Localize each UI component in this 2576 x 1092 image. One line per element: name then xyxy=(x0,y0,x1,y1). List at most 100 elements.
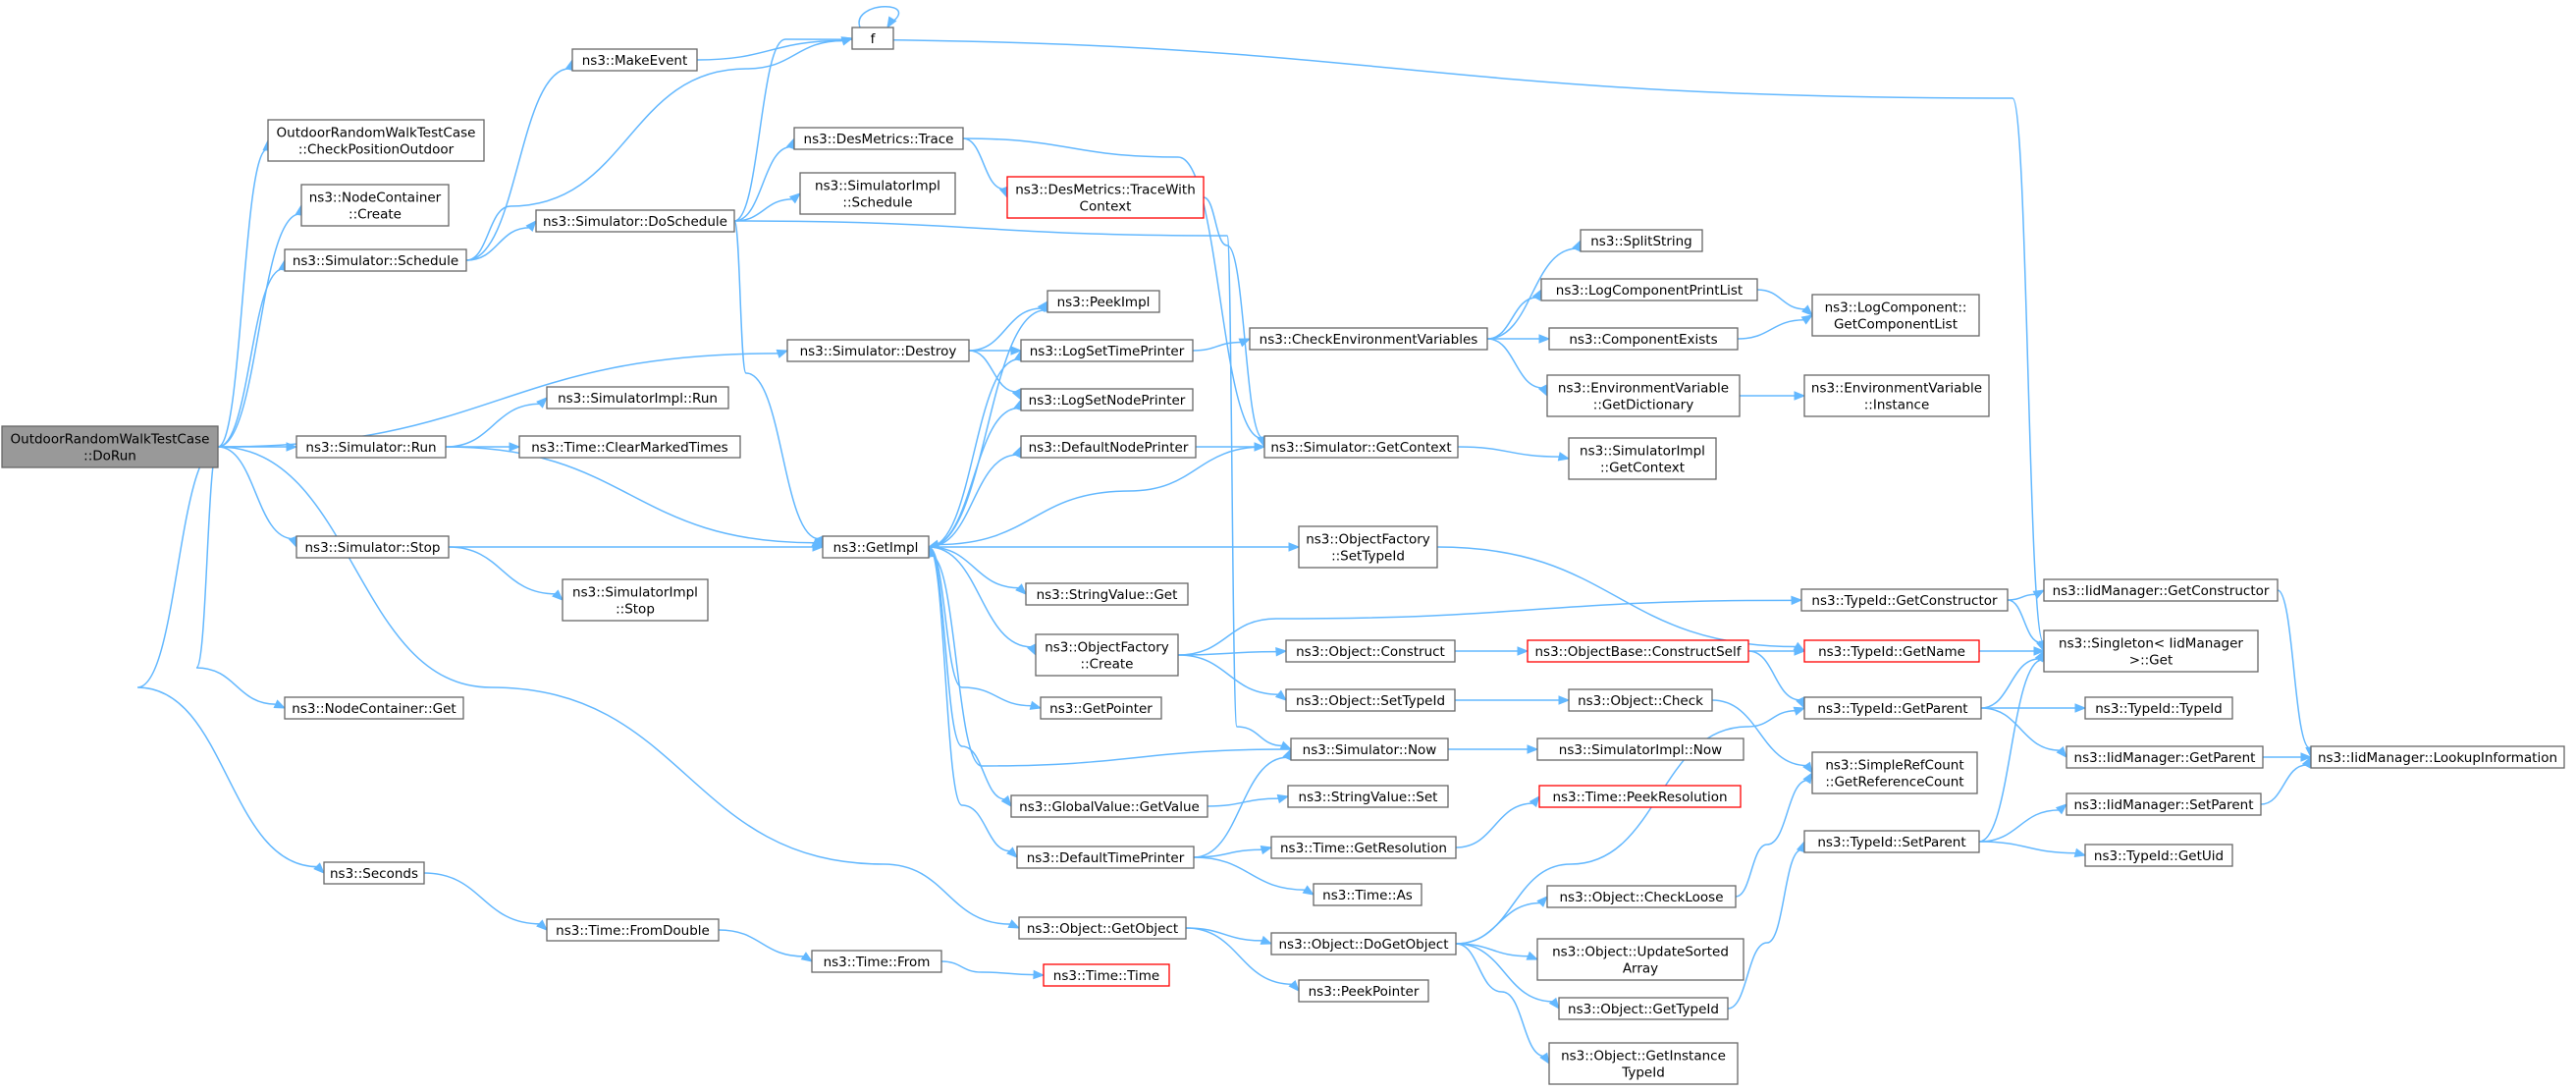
node-label-line: ns3::SimulatorImpl xyxy=(572,585,698,601)
node-peekimpl[interactable]: ns3::PeekImpl xyxy=(1046,290,1160,313)
node-compexists[interactable]: ns3::ComponentExists xyxy=(1548,327,1739,351)
node-logtime[interactable]: ns3::LogSetTimePrinter xyxy=(1020,339,1194,362)
edge-checkenv-to-logprint xyxy=(1486,288,1542,340)
node-label-line: ns3::Time::As xyxy=(1322,888,1413,903)
edge-destrace-to-tracectx xyxy=(962,137,1008,199)
node-timeas[interactable]: ns3::Time::As xyxy=(1313,883,1422,906)
node-label-line: ns3::Object::SetTypeId xyxy=(1296,693,1445,709)
node-tidgetctor[interactable]: ns3::TypeId::GetConstructor xyxy=(1800,588,2009,612)
edge-line xyxy=(1486,297,1537,340)
node-getres[interactable]: ns3::Time::GetResolution xyxy=(1270,836,1457,859)
node-dosched[interactable]: ns3::Simulator::DoSchedule xyxy=(535,209,735,233)
node-seconds[interactable]: ns3::Seconds xyxy=(323,861,425,885)
node-dorun[interactable]: OutdoorRandomWalkTestCase::DoRun xyxy=(1,425,219,468)
node-gvget[interactable]: ns3::GlobalValue::GetValue xyxy=(1010,794,1208,818)
node-label-line: ns3::Simulator::Now xyxy=(1303,742,1437,758)
node-box xyxy=(1035,633,1179,677)
node-iidsetparent[interactable]: ns3::IidManager::SetParent xyxy=(2066,792,2262,816)
node-tidgetparent[interactable]: ns3::TypeId::GetParent xyxy=(1803,696,1982,720)
node-tidtypeid[interactable]: ns3::TypeId::TypeId xyxy=(2084,696,2233,720)
node-label-line: >::Get xyxy=(2129,653,2173,669)
node-tidgetuid[interactable]: ns3::TypeId::GetUid xyxy=(2084,844,2233,867)
node-destrace[interactable]: ns3::DesMetrics::Trace xyxy=(793,127,964,150)
node-envdict[interactable]: ns3::EnvironmentVariable::GetDictionary xyxy=(1546,374,1741,417)
edge-line xyxy=(928,407,1019,548)
node-iidgetctor[interactable]: ns3::IidManager::GetConstructor xyxy=(2043,578,2279,602)
edge-envdict-to-envinst xyxy=(1740,391,1806,401)
node-label-line: ns3::Simulator::Stop xyxy=(305,540,441,556)
node-dogetobj[interactable]: ns3::Object::DoGetObject xyxy=(1270,932,1457,956)
node-logprint[interactable]: ns3::LogComponentPrintList xyxy=(1540,278,1758,301)
node-getctx[interactable]: ns3::Simulator::GetContext xyxy=(1263,435,1459,459)
node-envinst[interactable]: ns3::EnvironmentVariable::Instance xyxy=(1803,374,1990,417)
node-tidgetname[interactable]: ns3::TypeId::GetName xyxy=(1803,639,1980,663)
node-simnow[interactable]: ns3::Simulator::Now xyxy=(1290,737,1449,761)
node-ofcreate[interactable]: ns3::ObjectFactory::Create xyxy=(1035,633,1179,677)
node-svset[interactable]: ns3::StringValue::Set xyxy=(1287,785,1449,808)
node-timefrom[interactable]: ns3::Time::From xyxy=(811,950,942,973)
node-lognode[interactable]: ns3::LogSetNodePrinter xyxy=(1020,388,1194,411)
node-f[interactable]: f xyxy=(851,27,894,50)
node-fromdouble[interactable]: ns3::Time::FromDouble xyxy=(546,918,720,942)
node-implrun[interactable]: ns3::SimulatorImpl::Run xyxy=(546,386,729,410)
node-checkenv[interactable]: ns3::CheckEnvironmentVariables xyxy=(1249,327,1488,351)
edge-getobject-to-dogetobj xyxy=(1185,927,1273,945)
node-simstop[interactable]: ns3::Simulator::Stop xyxy=(295,535,450,559)
edge-line xyxy=(1455,943,1530,957)
node-clrmarked[interactable]: ns3::Time::ClearMarkedTimes xyxy=(518,435,741,459)
node-getpointer[interactable]: ns3::GetPointer xyxy=(1040,696,1162,720)
node-implsched[interactable]: ns3::SimulatorImpl::Schedule xyxy=(799,172,956,215)
edge-line xyxy=(968,307,1043,352)
node-deftime[interactable]: ns3::DefaultTimePrinter xyxy=(1016,846,1195,869)
node-box xyxy=(1263,435,1459,459)
node-label-line: ns3::StringValue::Get xyxy=(1037,587,1178,603)
node-implgetctx[interactable]: ns3::SimulatorImpl::GetContext xyxy=(1568,437,1717,480)
node-simrun[interactable]: ns3::Simulator::Run xyxy=(295,435,447,459)
node-iidgetparent[interactable]: ns3::IidManager::GetParent xyxy=(2066,745,2264,769)
node-checkloose[interactable]: ns3::Object::CheckLoose xyxy=(1546,885,1737,908)
node-objcheck[interactable]: ns3::Object::Check xyxy=(1568,688,1713,712)
node-box xyxy=(2043,578,2279,602)
node-ofsettype[interactable]: ns3::ObjectFactory::SetTypeId xyxy=(1298,525,1438,569)
node-getobject[interactable]: ns3::Object::GetObject xyxy=(1018,916,1187,940)
node-implstop[interactable]: ns3::SimulatorImpl::Stop xyxy=(562,578,709,622)
node-defnode[interactable]: ns3::DefaultNodePrinter xyxy=(1020,435,1197,459)
node-label-line: ns3::TypeId::GetName xyxy=(1818,644,1965,660)
node-label-line: ::SetTypeId xyxy=(1331,549,1405,565)
node-implnow[interactable]: ns3::SimulatorImpl::Now xyxy=(1536,737,1744,761)
node-checkpos[interactable]: OutdoorRandomWalkTestCase::CheckPosition… xyxy=(267,119,485,162)
node-simsched[interactable]: ns3::Simulator::Schedule xyxy=(284,248,467,272)
node-simplerefcount[interactable]: ns3::SimpleRefCount::GetReferenceCount xyxy=(1811,751,1978,794)
node-objsettype[interactable]: ns3::Object::SetTypeId xyxy=(1285,688,1456,712)
node-destroy[interactable]: ns3::Simulator::Destroy xyxy=(786,339,970,362)
edge-line xyxy=(465,39,844,261)
node-box xyxy=(1536,737,1744,761)
node-makeevent[interactable]: ns3::MakeEvent xyxy=(571,48,698,72)
edge-dorun-to-simsched xyxy=(217,258,288,448)
edge-getimpl-to-defnode xyxy=(928,445,1022,548)
node-lookup[interactable]: ns3::IidManager::LookupInformation xyxy=(2310,745,2565,769)
node-objgettype[interactable]: ns3::Object::GetTypeId xyxy=(1558,997,1729,1020)
node-objconstruct[interactable]: ns3::Object::Construct xyxy=(1285,639,1456,663)
node-box xyxy=(546,386,729,410)
node-peekres[interactable]: ns3::Time::PeekResolution xyxy=(1538,785,1742,808)
node-label-line: ns3::SimulatorImpl xyxy=(815,179,940,194)
node-getcomplist[interactable]: ns3::LogComponent::GetComponentList xyxy=(1811,294,1980,337)
node-peekptr[interactable]: ns3::PeekPointer xyxy=(1298,979,1429,1003)
edge-arrowhead xyxy=(1527,744,1539,754)
node-getimpl[interactable]: ns3::GetImpl xyxy=(822,535,930,559)
node-box xyxy=(1298,979,1429,1003)
edge-ofcreate-to-objsettype xyxy=(1177,654,1288,701)
node-nccreate[interactable]: ns3::NodeContainer::Create xyxy=(300,184,450,227)
node-svget[interactable]: ns3::StringValue::Get xyxy=(1025,582,1189,606)
node-singleton[interactable]: ns3::Singleton< IidManager>::Get xyxy=(2043,629,2259,673)
node-tidsetparent[interactable]: ns3::TypeId::SetParent xyxy=(1803,830,1980,853)
node-baseconstruct[interactable]: ns3::ObjectBase::ConstructSelf xyxy=(1527,639,1749,663)
node-label-line: ns3::Time::Time xyxy=(1053,968,1159,984)
node-timetime[interactable]: ns3::Time::Time xyxy=(1043,963,1170,987)
node-ncget[interactable]: ns3::NodeContainer::Get xyxy=(284,696,464,720)
node-splitstr[interactable]: ns3::SplitString xyxy=(1580,229,1703,252)
